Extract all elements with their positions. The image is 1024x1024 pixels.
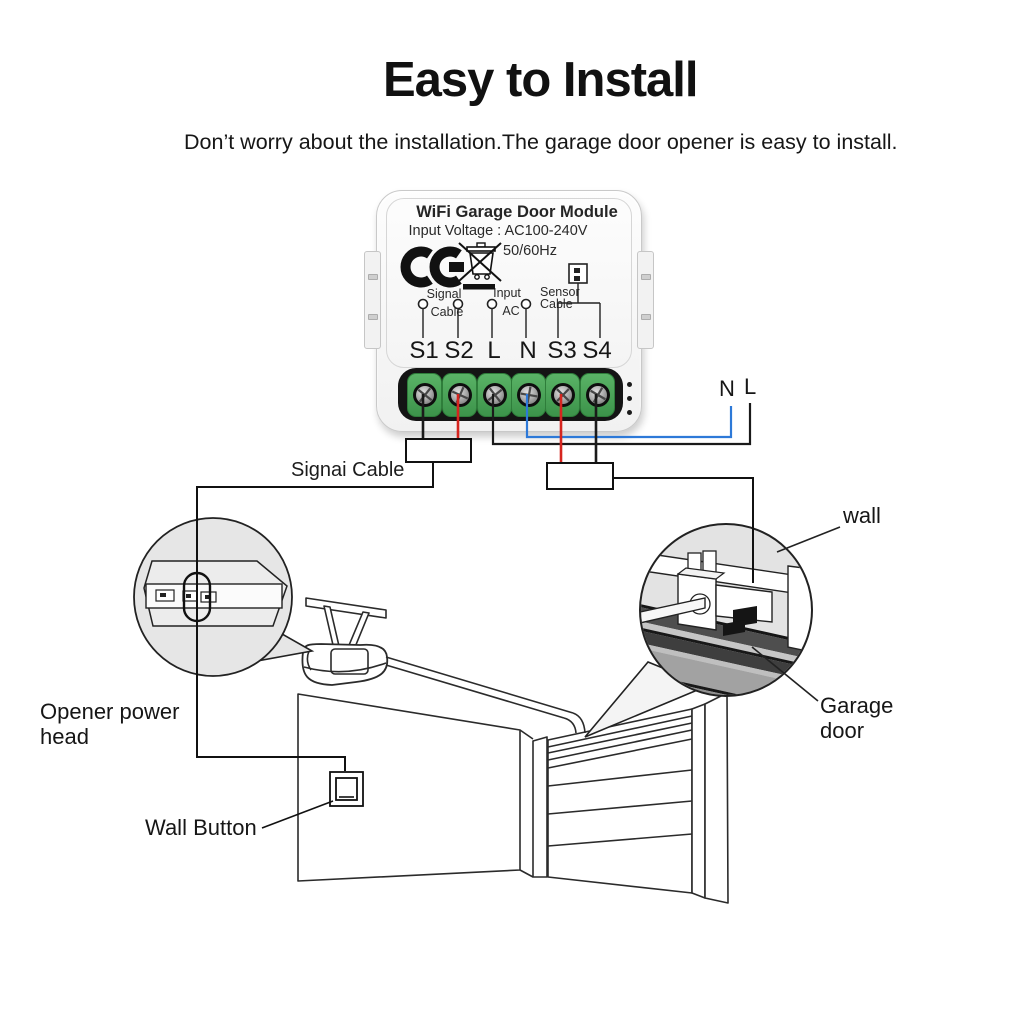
- terminal-screw-l: [477, 373, 512, 417]
- terminal-screw-s2: [442, 373, 477, 417]
- signal-cable-run: [196, 462, 434, 771]
- terminal-label-n: N: [519, 337, 537, 364]
- wifi-garage-door-module: WiFi Garage Door Module Input Voltage : …: [364, 190, 654, 432]
- terminal-label-s1: S1: [409, 337, 439, 364]
- opener-callout: [133, 517, 315, 677]
- wall-header-board: [641, 550, 811, 598]
- clip-slot: [368, 274, 378, 280]
- indicator-dot: [627, 382, 632, 387]
- wall-callout: [584, 523, 841, 738]
- signal-cable-label: Signai Cable: [291, 459, 405, 481]
- clip-slot: [641, 314, 651, 320]
- wall-button-label: Wall Button: [145, 815, 257, 840]
- live-wire-label: L: [744, 374, 757, 399]
- module-voltage: Input Voltage : AC100-240V: [408, 223, 588, 239]
- terminal-screw-s3: [545, 373, 580, 417]
- page-subtitle: Don’t worry about the installation.The g…: [184, 130, 898, 154]
- door-bracket: [677, 573, 717, 631]
- garage-drawing: [297, 597, 729, 904]
- terminal-label-s3: S3: [547, 337, 577, 364]
- wiring-layer: [182, 394, 754, 771]
- input-label-line1: Input: [493, 286, 521, 300]
- connector-highlight-capsule: [182, 571, 212, 623]
- signal-junction-box: [405, 438, 472, 463]
- panel-connectors: [155, 589, 217, 603]
- terminal-screw-s1: [407, 373, 442, 417]
- garage-door-leader-line: [751, 646, 819, 702]
- opener-power-head-drawing: [301, 643, 389, 686]
- indicator-dot: [627, 410, 632, 415]
- garage-door-panels: [547, 708, 693, 894]
- opener-callout-tail: [244, 624, 315, 665]
- wall-callout-circle: [640, 524, 812, 696]
- input-label-line2: AC: [502, 304, 520, 318]
- door-near-post: [532, 736, 548, 878]
- door-right-post: [691, 703, 706, 899]
- terminal-label-s4: S4: [582, 337, 612, 364]
- clip-slot: [641, 274, 651, 280]
- sensor-junction-box: [546, 462, 614, 490]
- sensor-cable-run: [613, 477, 754, 583]
- terminal-label-l: L: [487, 337, 501, 364]
- opener-power-head-label: Opener power head: [40, 699, 180, 749]
- terminal-screw-s4: [580, 373, 615, 417]
- wall-label: wall: [843, 503, 881, 528]
- wall-leader-line: [776, 526, 841, 553]
- garage-door-label: Garage door: [820, 693, 894, 743]
- signal-label-line2: Cable: [430, 305, 464, 319]
- module-frequency: 50/60Hz: [503, 243, 558, 259]
- module-face-outline: [386, 198, 632, 368]
- wall-button-leader-line: [261, 800, 334, 829]
- neutral-wire-label: N: [719, 376, 735, 401]
- sensor-label-line2: Cable: [540, 297, 573, 311]
- wall-callout-tail: [584, 661, 710, 738]
- mounting-clip-right: [637, 251, 654, 349]
- wall-button-drawing: [261, 771, 364, 829]
- terminal-label-s2: S2: [444, 337, 474, 364]
- garage-door-stripes: [641, 586, 811, 695]
- page-title: Easy to Install: [383, 53, 699, 107]
- ceiling-bracket: [305, 597, 387, 619]
- opener-rail: [385, 656, 574, 719]
- rail-end: [641, 597, 706, 624]
- opener-callout-circle: [133, 517, 293, 677]
- terminal-screw-n: [511, 373, 546, 417]
- mounting-clip-left: [364, 251, 381, 349]
- module-name: WiFi Garage Door Module: [416, 203, 618, 221]
- sensor-block: [733, 606, 757, 627]
- clip-slot: [368, 314, 378, 320]
- door-outer-frame: [704, 692, 729, 904]
- indicator-dot: [627, 396, 632, 401]
- signal-label-line1: Signal: [426, 287, 462, 301]
- garage-left-wall: [297, 693, 521, 882]
